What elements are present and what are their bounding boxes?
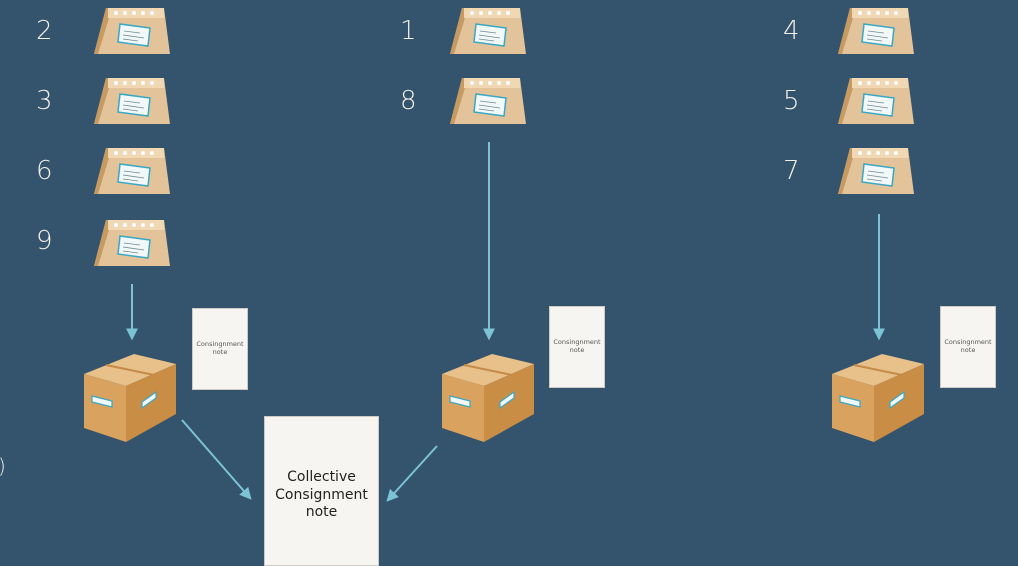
package-icon	[450, 76, 526, 126]
consignment-note: Consingnment note	[549, 306, 605, 388]
number-2: 2	[36, 16, 53, 46]
package-icon	[94, 76, 170, 126]
arrow-left-to-collective	[181, 419, 252, 500]
number-1: 1	[400, 16, 417, 46]
number-6: 6	[36, 156, 53, 186]
number-9: 9	[36, 226, 53, 256]
consignment-note-label: Consingnment note	[553, 338, 601, 354]
edge-fragment: )	[0, 454, 6, 478]
consignment-note-label: Consingnment note	[196, 340, 244, 356]
consignment-note-label: Consingnment note	[944, 338, 992, 354]
package-icon	[838, 6, 914, 56]
package-icon	[94, 146, 170, 196]
package-icon	[450, 6, 526, 56]
package-icon	[838, 146, 914, 196]
consignment-note: Consingnment note	[192, 308, 248, 390]
package-icon	[94, 218, 170, 268]
box-icon	[830, 346, 926, 446]
number-5: 5	[783, 86, 800, 116]
collective-consignment-note-label: Collective Consignment note	[275, 469, 368, 520]
number-4: 4	[783, 16, 800, 46]
consignment-note: Consingnment note	[940, 306, 996, 388]
arrow-middle-to-collective	[386, 445, 438, 502]
box-icon	[82, 346, 178, 446]
package-icon	[94, 6, 170, 56]
collective-consignment-note: Collective Consignment note	[264, 416, 379, 566]
box-icon	[440, 346, 536, 446]
package-icon	[838, 76, 914, 126]
number-3: 3	[36, 86, 53, 116]
number-7: 7	[783, 156, 800, 186]
number-8: 8	[400, 86, 417, 116]
